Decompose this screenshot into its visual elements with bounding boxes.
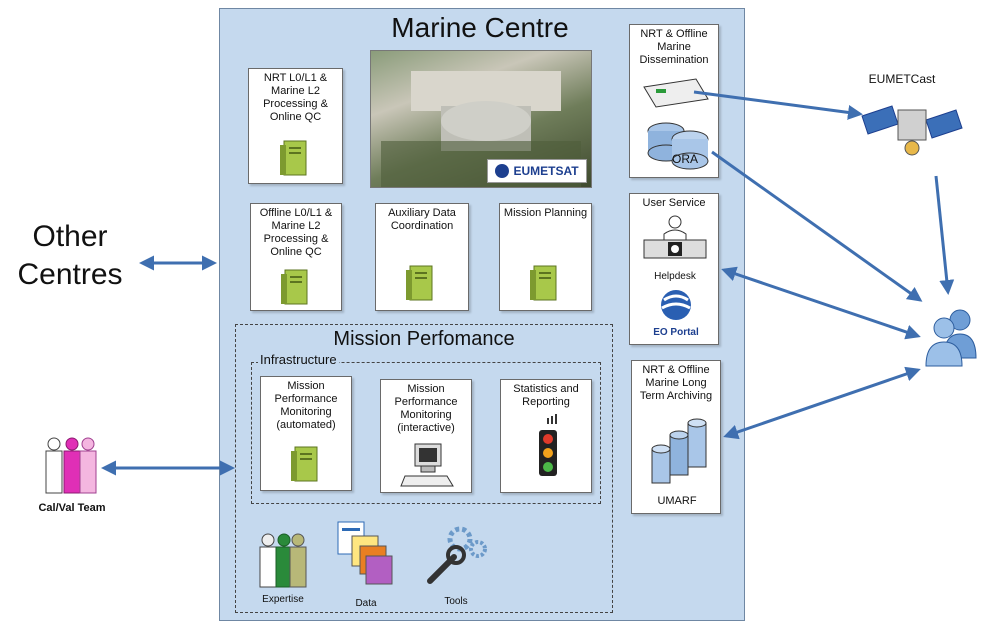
eumetsat-logo: EUMETSAT [487, 159, 587, 183]
server-icon [280, 140, 307, 176]
arrow-archiving-users [723, 366, 921, 440]
marine-centre-title: Marine Centre [391, 12, 569, 43]
auxiliary-data-box: Auxiliary Data Coordination [375, 203, 469, 311]
server-icon [406, 265, 433, 301]
eumetsat-logo-icon [495, 164, 510, 178]
eumetcast-label: EUMETCast [868, 72, 936, 86]
infrastructure-area [251, 362, 601, 504]
statistics-box: Statistics and Reporting [500, 379, 592, 493]
data-documents-icon [337, 521, 393, 585]
mission-performance-title: Mission Perfomance [333, 328, 515, 350]
eo-portal-globe-icon [661, 290, 691, 320]
eo-portal-label: EO Portal [653, 327, 699, 338]
other-centres-label: Other Centres [17, 220, 123, 291]
calval-team-label: Cal/Val Team [38, 502, 106, 514]
nrt-processing-label: NRT L0/L1 & Marine L2 Processing & Onlin… [263, 72, 328, 123]
user-service-box: User Service Helpdesk EO Portal [629, 193, 719, 345]
server-icon [291, 446, 318, 482]
archive-storage-icon [651, 418, 707, 484]
helpdesk-icon [643, 215, 707, 259]
mission-planning-label: Mission Planning [503, 207, 588, 219]
helpdesk-label: Helpdesk [654, 271, 696, 282]
eo-portal-logo: EO Portal [650, 288, 702, 338]
eumetsat-logo-text: EUMETSAT [513, 164, 579, 178]
users-group-icon [925, 309, 977, 367]
workstation-icon [400, 443, 454, 487]
building-photo: EUMETSAT [370, 50, 592, 188]
archiving-label: NRT & Offline Marine Long Term Archiving [639, 364, 713, 402]
umarf-label: UMARF [657, 495, 697, 507]
offline-processing-label: Offline L0/L1 & Marine L2 Processing & O… [259, 207, 333, 258]
mpm-interactive-box: Mission Performance Monitoring (interact… [380, 379, 472, 493]
mpm-automated-label: Mission Performance Monitoring (automate… [274, 380, 338, 431]
dissemination-label: NRT & Offline Marine Dissemination [639, 28, 709, 66]
server-icon [530, 265, 557, 301]
statistics-label: Statistics and Reporting [513, 383, 579, 408]
tools-icon [427, 526, 487, 584]
satellite-icon [861, 105, 963, 156]
mpm-interactive-label: Mission Performance Monitoring (interact… [394, 383, 458, 434]
expertise-people-icon [259, 533, 307, 588]
traffic-light-icon [539, 414, 557, 476]
calval-team-icon [45, 437, 97, 494]
dissemination-box: NRT & Offline Marine Dissemination ORA [629, 24, 719, 178]
ora-label: ORA [672, 152, 699, 166]
mission-planning-box: Mission Planning [499, 203, 592, 311]
arrow-eumetcast-users [934, 175, 955, 295]
data-label: Data [355, 598, 377, 609]
tools-label: Tools [444, 596, 468, 607]
dissemination-hardware-icon [643, 78, 709, 170]
arrow-helpdesk-users [721, 266, 921, 340]
archiving-box: NRT & Offline Marine Long Term Archiving… [631, 360, 721, 514]
arrow-dissemination-eumetcast [693, 90, 863, 120]
expertise-label: Expertise [262, 594, 304, 605]
mpm-automated-box: Mission Performance Monitoring (automate… [260, 376, 352, 491]
mission-performance-area [235, 324, 613, 613]
infrastructure-label: Infrastructure [258, 352, 339, 367]
user-service-label: User Service [642, 197, 706, 209]
offline-processing-box: Offline L0/L1 & Marine L2 Processing & O… [250, 203, 342, 311]
nrt-processing-box: NRT L0/L1 & Marine L2 Processing & Onlin… [248, 68, 343, 184]
auxiliary-data-label: Auxiliary Data Coordination [388, 207, 456, 232]
server-icon [281, 269, 308, 305]
